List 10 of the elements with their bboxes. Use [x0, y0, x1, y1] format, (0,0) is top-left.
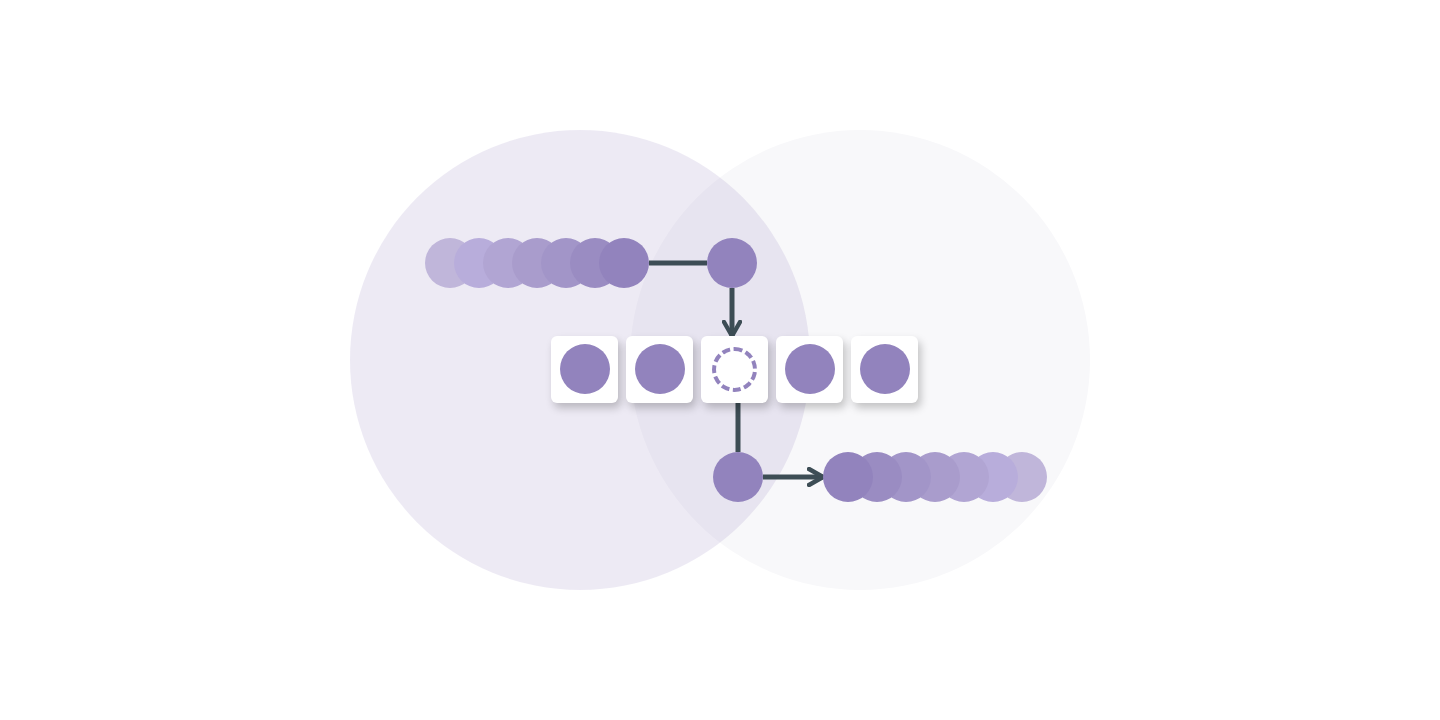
card [776, 336, 843, 403]
connector-line [649, 260, 707, 266]
card [551, 336, 618, 403]
arrow [721, 288, 743, 339]
card [851, 336, 918, 403]
card [701, 336, 768, 403]
circle-queue-drawing [425, 238, 649, 288]
connector-line [735, 403, 741, 452]
circle-queue-drawing [823, 452, 1047, 502]
card [626, 336, 693, 403]
